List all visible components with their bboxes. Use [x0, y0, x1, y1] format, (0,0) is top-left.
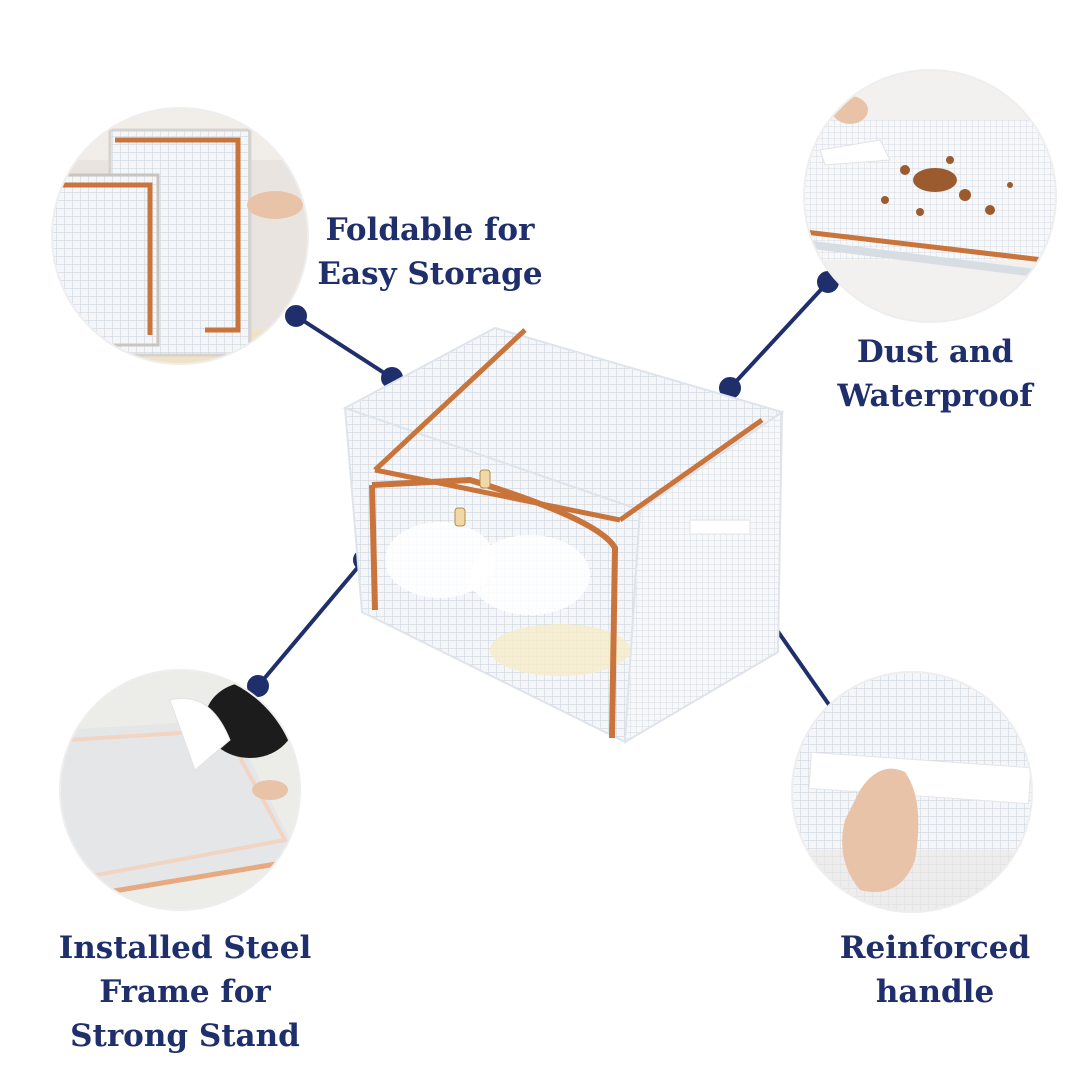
feature-label-line: Reinforced — [839, 930, 1031, 966]
feature-label-line: Strong Stand — [70, 1018, 300, 1054]
spill-on-mesh-photo — [804, 70, 1056, 322]
feature-label-line: Installed Steel — [58, 930, 312, 966]
connector-dust — [728, 280, 830, 390]
feature-label-line: Waterproof — [837, 378, 1033, 414]
connector-foldable — [294, 314, 394, 380]
feature-label-dust-waterproof: Dust and Waterproof — [820, 330, 1050, 418]
connector-dot — [247, 675, 269, 697]
feature-label-reinforced-handle: Reinforced handle — [820, 926, 1050, 1014]
storage-box-image — [342, 326, 785, 744]
connector-steel — [256, 558, 366, 688]
connector-dot — [285, 305, 307, 327]
foldable-photo — [52, 108, 308, 364]
feature-label-line: Frame for — [99, 974, 271, 1010]
handle-pull-photo — [792, 672, 1032, 912]
feature-label-line: handle — [875, 974, 995, 1010]
feature-label-line: Easy Storage — [317, 256, 543, 292]
feature-label-line: Dust and — [856, 334, 1014, 370]
feature-label-foldable: Foldable for Easy Storage — [300, 208, 560, 296]
feature-label-steel-frame: Installed Steel Frame for Strong Stand — [40, 926, 330, 1058]
feature-label-line: Foldable for — [325, 212, 535, 248]
steel-frame-photo — [60, 670, 300, 910]
